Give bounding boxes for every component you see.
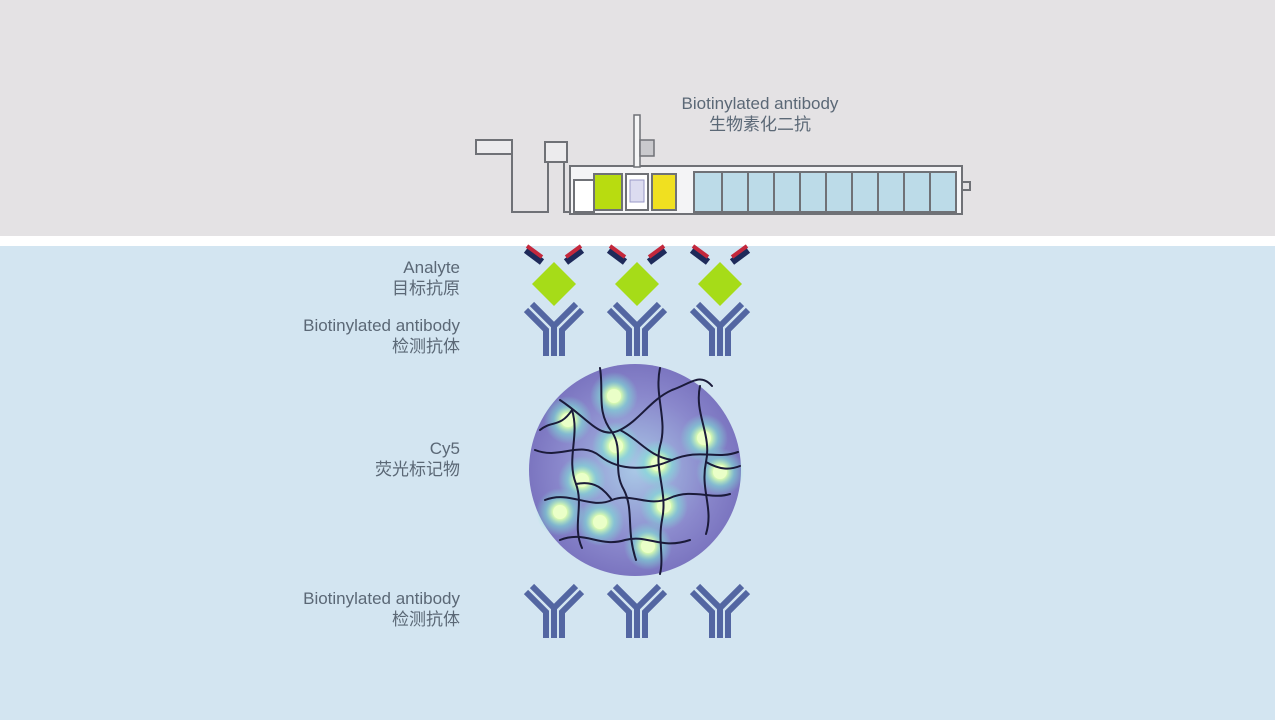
capture-antibody-row [523, 301, 751, 356]
fluor-label-zh: 荧光标记物 [375, 460, 460, 479]
capture-antibody [523, 301, 585, 356]
capture-antibody-label-en: Biotinylated antibody [303, 316, 460, 335]
capture-antibody [606, 301, 668, 356]
fluorophore-core [593, 515, 607, 529]
analyte-cap [523, 247, 545, 265]
detect-antibody [606, 583, 668, 638]
analyte-cap-accent [730, 244, 749, 259]
bead-fluorophores [536, 372, 744, 570]
analyte-cap-accent [647, 244, 666, 259]
green-well [593, 173, 623, 211]
analyte-cap [689, 247, 711, 265]
analyte-unit [689, 244, 751, 306]
fluor-label-en: Cy5 [429, 439, 460, 458]
detect-antibody [689, 583, 751, 638]
analyte-cap-accent [564, 244, 583, 259]
fluorophore-core [609, 439, 623, 453]
yellow-well [651, 173, 677, 211]
detect-antibody-row [523, 583, 751, 638]
detect-antibody-label-en: Biotinylated antibody [303, 589, 460, 608]
panel-divider [0, 236, 1275, 246]
analyte-cap [729, 247, 751, 265]
analyte-cap [646, 247, 668, 265]
capture-antibody-label-zh: 检测抗体 [392, 337, 460, 356]
fluorophore-core [697, 431, 711, 445]
analyte-diamond [698, 262, 742, 306]
detect-antibody-label: Biotinylated antibody 检测抗体 [240, 588, 460, 630]
instrument-reagent-label: Biotinylated antibody 生物素化二抗 [640, 93, 880, 135]
capture-antibody-label: Biotinylated antibody 检测抗体 [240, 315, 460, 357]
pipette-icon [629, 114, 655, 203]
fluorophore-core [561, 413, 575, 427]
analyte-row [523, 244, 751, 306]
bead-polymer-strands [534, 367, 741, 575]
detect-antibody [523, 583, 585, 638]
fluor-bead [529, 364, 744, 576]
analyte-label-zh: 目标抗原 [392, 279, 460, 298]
instrument-reagent-label-en: Biotinylated antibody [681, 94, 839, 113]
fluor-label: Cy5 荧光标记物 [240, 438, 460, 480]
analyte-cap-accent [525, 244, 544, 259]
instrument-cartridge [475, 139, 971, 215]
analyte-diamond [615, 262, 659, 306]
fluorophore-core [553, 505, 567, 519]
analyte-label-en: Analyte [403, 258, 460, 277]
detect-antibody-label-zh: 检测抗体 [392, 610, 460, 629]
analyte-diamond [532, 262, 576, 306]
fluorophore-core [607, 389, 621, 403]
analyte-label: Analyte 目标抗原 [240, 257, 460, 299]
instrument-reagent-label-zh: 生物素化二抗 [709, 115, 811, 134]
analyte-cap [606, 247, 628, 265]
analyte-unit [523, 244, 585, 306]
analyte-cap-accent [691, 244, 710, 259]
analyte-cap-accent [608, 244, 627, 259]
capture-antibody [689, 301, 751, 356]
fluorophore-core [641, 539, 655, 553]
analyte-cap [563, 247, 585, 265]
analyte-unit [606, 244, 668, 306]
